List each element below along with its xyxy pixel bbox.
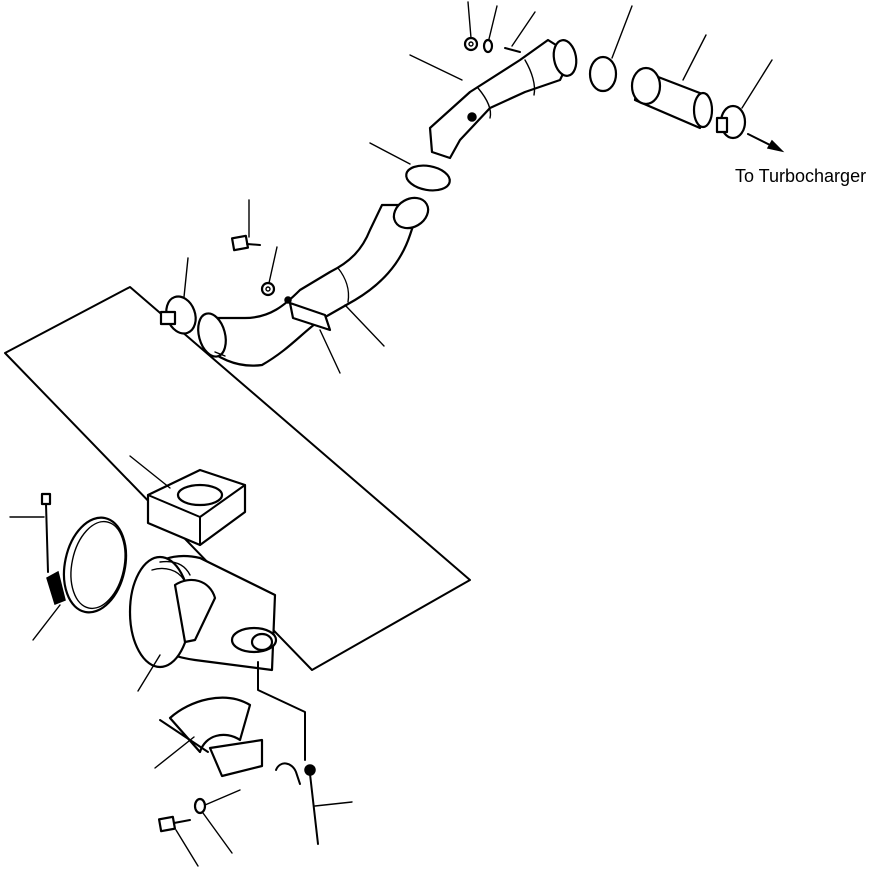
- elbow-bolt: [230, 234, 261, 252]
- hose-clamp-right-2: [715, 104, 747, 140]
- support-block: [146, 468, 247, 547]
- mounting-band: [46, 516, 128, 614]
- hose-clamp-middle: [405, 164, 451, 192]
- air-cleaner-body: [128, 554, 278, 672]
- lower-washer: [193, 789, 241, 815]
- pipe-washer: [482, 38, 494, 54]
- lower-elbow-hose: [197, 196, 430, 367]
- turbocharger-label: To Turbocharger: [735, 166, 866, 186]
- hose-clamp-right-1: [588, 55, 618, 93]
- dust-indicator: [275, 762, 319, 845]
- lower-bolt: [157, 815, 191, 833]
- pipe-nut: [463, 36, 479, 52]
- dust-cover: [159, 696, 264, 778]
- hose-clamp-left: [159, 295, 197, 335]
- pipe-bracket: [504, 47, 521, 53]
- vacuator-tube: [257, 661, 306, 761]
- band-clamp-elbow: [284, 296, 332, 332]
- upper-pipe: [428, 38, 578, 160]
- elbow-washer: [260, 281, 276, 297]
- connector-hose: [630, 66, 714, 130]
- leader-lines: [9, 1, 773, 867]
- long-bolt: [40, 492, 52, 573]
- turbocharger-arrow: [747, 133, 785, 153]
